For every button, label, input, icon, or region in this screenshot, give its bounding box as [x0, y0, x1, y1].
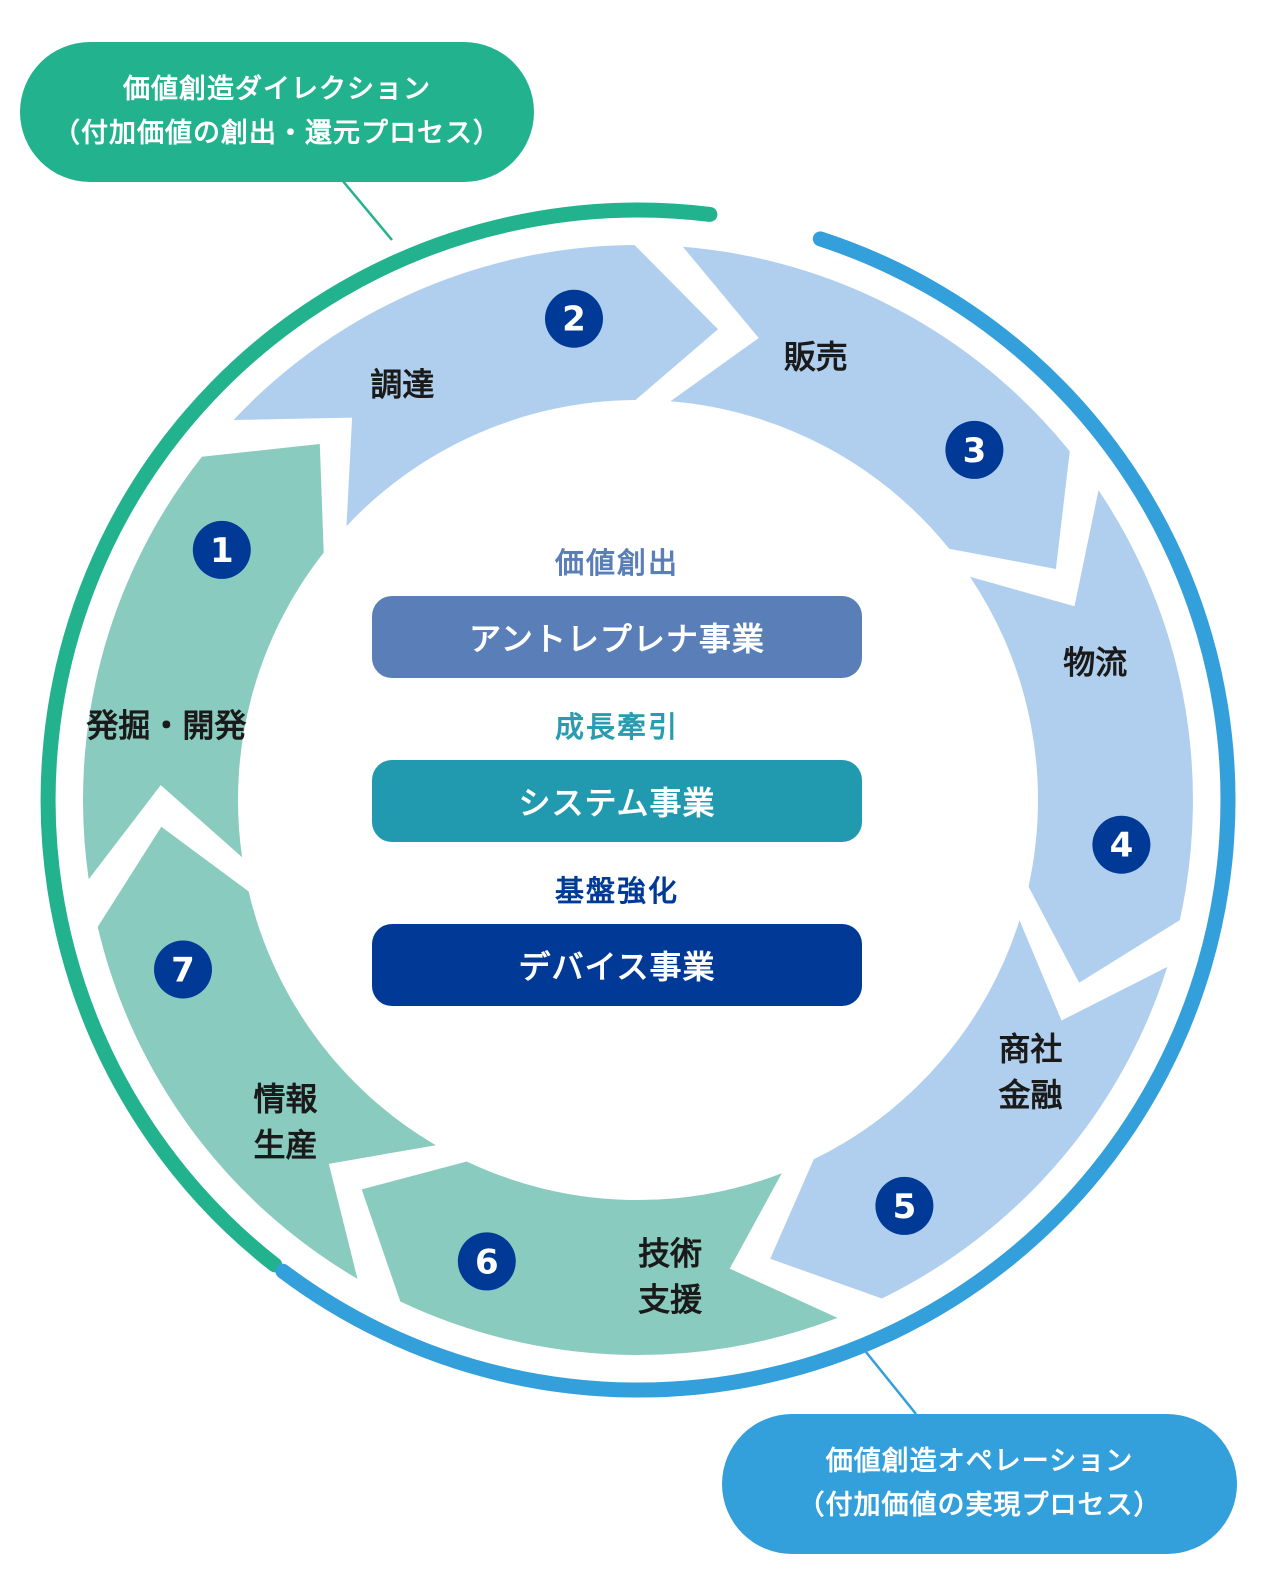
- operation-callout: 価値創造オペレーション （付加価値の実現プロセス）: [722, 1414, 1237, 1554]
- step-number-6: 6: [475, 1242, 499, 1282]
- step-label-7-line2: 生産: [253, 1126, 317, 1164]
- entrepreneur-business-bar: アントレプレナ事業: [372, 596, 862, 678]
- direction-callout-subtitle: （付加価値の創出・還元プロセス）: [53, 118, 501, 149]
- cycle-segment-4: [969, 490, 1193, 983]
- foundation-heading: 基盤強化: [554, 874, 679, 908]
- step-number-4: 4: [1110, 826, 1134, 866]
- direction-leader-line: [341, 179, 393, 241]
- operation-outer-arc: [275, 231, 1236, 1398]
- system-business-bar: システム事業: [372, 760, 862, 842]
- direction-outer-arc: [40, 202, 718, 1273]
- step-number-3: 3: [963, 431, 987, 471]
- step-badge-6: [457, 1232, 516, 1291]
- step-label-4: 物流: [1063, 644, 1127, 682]
- cycle-segment-1: [83, 444, 324, 880]
- step-label-7: 情報: [253, 1080, 317, 1118]
- operation-leader-line: [865, 1351, 917, 1415]
- step-label-6: 技術: [638, 1234, 702, 1272]
- value-creation-heading: 価値創出: [554, 546, 679, 580]
- device-business-bar: デバイス事業: [372, 924, 862, 1006]
- step-badge-3: [945, 420, 1004, 479]
- direction-callout: 価値創造ダイレクション （付加価値の創出・還元プロセス）: [20, 42, 534, 182]
- step-badge-4: [1092, 815, 1151, 874]
- step-number-5: 5: [893, 1187, 917, 1227]
- step-label-3: 販売: [784, 338, 848, 376]
- cycle-segment-3: [670, 246, 1070, 570]
- step-badge-7: [154, 940, 212, 999]
- step-label-1: 発掘・開発: [85, 706, 247, 744]
- step-label-5-line2: 金融: [997, 1076, 1062, 1114]
- cycle-segment-5: [770, 920, 1168, 1299]
- step-number-1: 1: [210, 531, 234, 571]
- step-badge-5: [875, 1176, 934, 1235]
- step-badge-2: [545, 289, 603, 348]
- step-number-7: 7: [171, 951, 195, 991]
- operation-callout-title: 価値創造オペレーション: [825, 1446, 1134, 1477]
- step-badge-1: [192, 520, 251, 579]
- step-label-5: 商社: [998, 1030, 1062, 1068]
- growth-driver-heading: 成長牽引: [554, 710, 679, 744]
- step-label-2: 調達: [370, 366, 434, 404]
- operation-callout-subtitle: （付加価値の実現プロセス）: [797, 1490, 1162, 1521]
- cycle-segment-6: [361, 1161, 838, 1355]
- step-label-6-line2: 支援: [638, 1280, 703, 1318]
- step-badges: 1 2 3 4 5 6 7: [154, 289, 1151, 1291]
- step-number-2: 2: [562, 300, 586, 340]
- cycle-segment-7: [97, 826, 436, 1279]
- direction-callout-title: 価値創造ダイレクション: [123, 74, 431, 105]
